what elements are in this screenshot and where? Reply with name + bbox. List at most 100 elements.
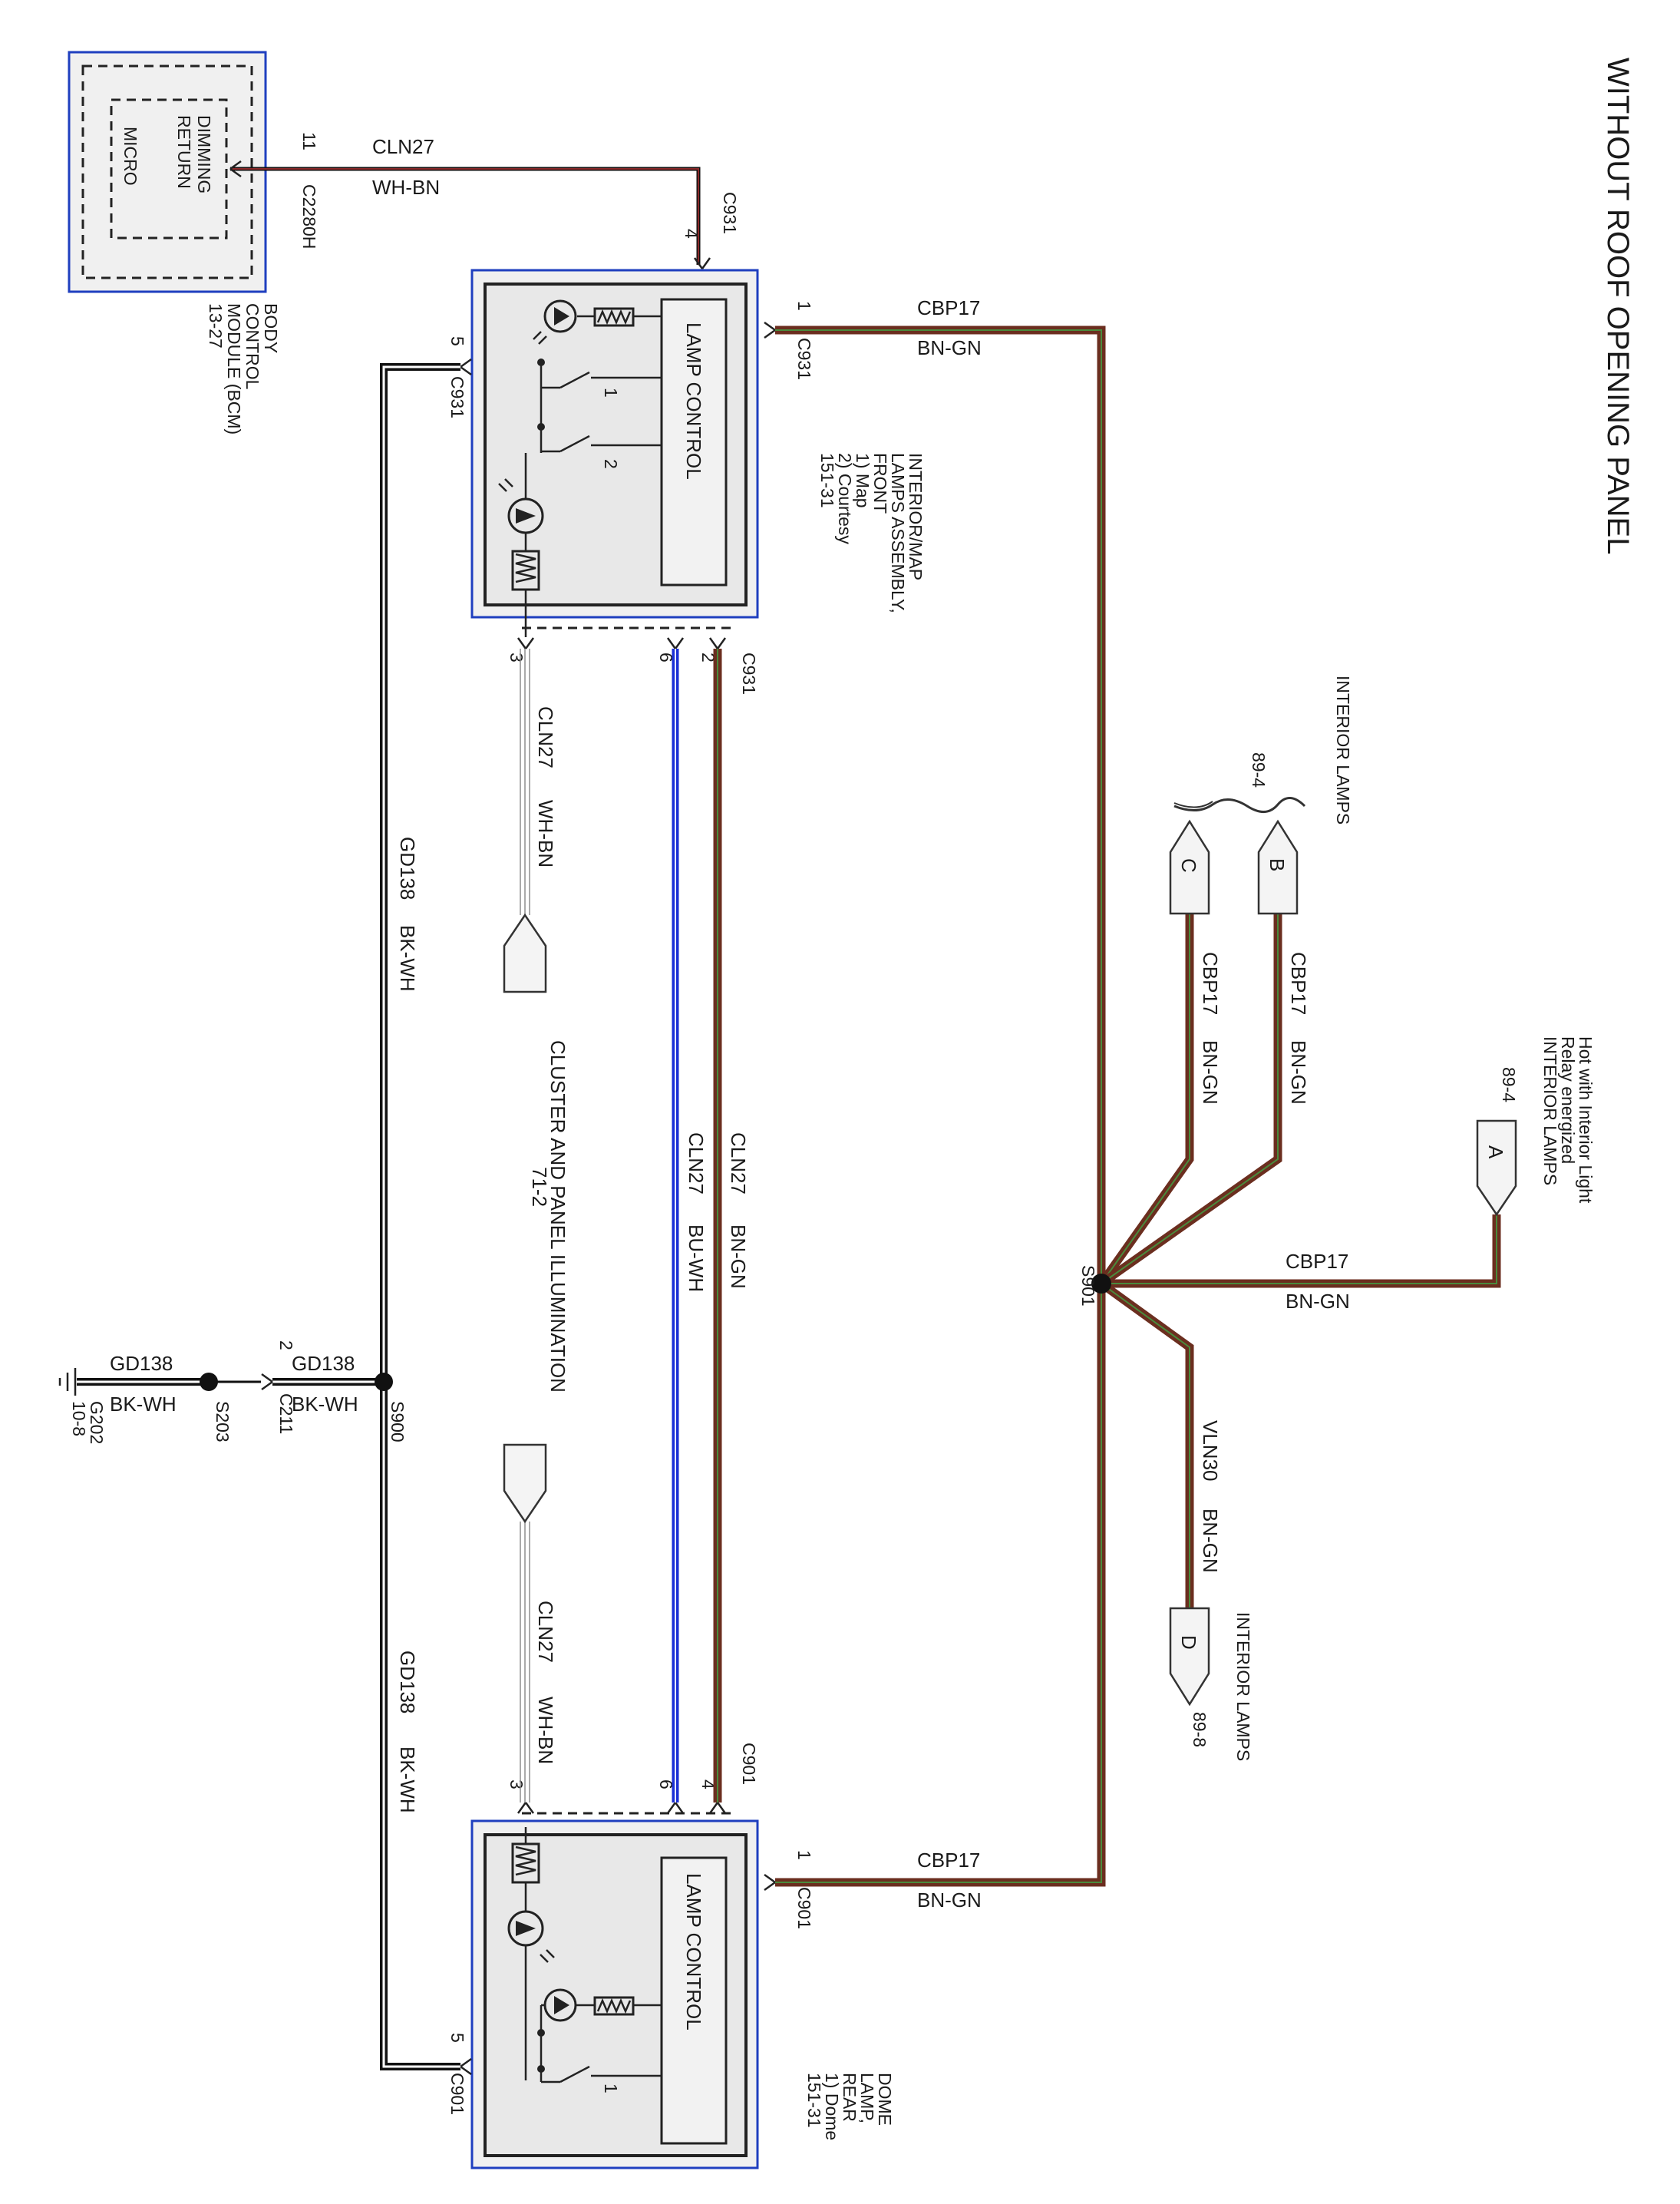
front-lamp-name-6: 151-31 xyxy=(817,453,837,508)
bn-gn-label-vertical: BN-GN xyxy=(727,1224,750,1289)
bk-wh-label-h-left: BK-WH xyxy=(110,1393,177,1416)
wire-bn-gn-lamps: CLN27 BN-GN xyxy=(713,649,750,1803)
front-lamp-name-3: FRONT xyxy=(870,453,890,514)
rear-connector-top: C901 xyxy=(739,1743,759,1785)
bn-gn-label-top: BN-GN xyxy=(917,336,982,359)
front-pin-4: 4 xyxy=(682,229,701,239)
connector-c xyxy=(1169,819,1210,915)
wh-bn-label-upper: WH-BN xyxy=(534,800,557,867)
bn-gn-label-b: BN-GN xyxy=(1287,1040,1310,1105)
gd138-label-h-right: GD138 xyxy=(292,1352,355,1375)
bk-wh-label-h-right: BK-WH xyxy=(292,1393,358,1416)
wh-bn-label-lower: WH-BN xyxy=(534,1697,557,1764)
cluster-label-1: CLUSTER AND PANEL ILLUMINATION xyxy=(546,1040,569,1393)
c211-pin: 2 xyxy=(276,1340,296,1350)
bu-wh-cln27-label: CLN27 xyxy=(685,1132,708,1195)
connector-a-note-3: INTERIOR LAMPS xyxy=(1540,1036,1560,1185)
rear-pin-1: 1 xyxy=(794,1850,814,1860)
rear-lamp-name-5: 151-31 xyxy=(804,2073,824,2128)
bn-gn-label-d: BN-GN xyxy=(1199,1508,1222,1573)
c211-label: C211 xyxy=(276,1393,296,1434)
gd138-label-h-left: GD138 xyxy=(110,1352,173,1375)
connector-b-letter: B xyxy=(1266,858,1289,871)
rear-lamp-name-1: DOME xyxy=(875,2073,895,2126)
front-switch-1-label: 1 xyxy=(601,388,621,398)
bn-gn-label-c: BN-GN xyxy=(1199,1040,1222,1105)
rear-connector-left: C901 xyxy=(447,2073,467,2115)
rear-lamp-control-label: LAMP CONTROL xyxy=(682,1873,705,2031)
front-connector-right: C931 xyxy=(794,338,814,380)
vln30-label: VLN30 xyxy=(1199,1420,1222,1482)
wire-gd138: GD138 BK-WH GD138 BK-WH GD138 BK-WH GD13… xyxy=(58,363,460,2070)
bcm-label-return: RETURN xyxy=(174,115,194,189)
connector-bc-ref: 89-4 xyxy=(1249,752,1269,788)
rear-lamp-name-2: LAMP, xyxy=(857,2073,877,2123)
cluster-connector-top xyxy=(503,913,547,993)
connector-d-ref: 89-8 xyxy=(1190,1712,1210,1747)
cbp17-label-top: CBP17 xyxy=(917,296,980,319)
bcm-name-1: BODY xyxy=(261,303,281,353)
bn-gn-label-a: BN-GN xyxy=(1286,1290,1350,1313)
rear-pin-3: 3 xyxy=(507,1779,526,1789)
splice-s900-label: S900 xyxy=(388,1401,408,1442)
bcm-label-dimming: DIMMING xyxy=(194,115,214,193)
front-lamp-control-label: LAMP CONTROL xyxy=(682,322,705,480)
wire-cbp17-network: S901 CBP17 BN-GN CBP17 BN-GN CBP17 BN-GN… xyxy=(775,296,1501,1912)
cluster-label-2: 71-2 xyxy=(528,1167,551,1207)
gd138-label-vertical-bottom: GD138 xyxy=(396,1651,419,1713)
rear-pin-6: 6 xyxy=(656,1779,676,1789)
connector-bc-label: INTERIOR LAMPS xyxy=(1333,676,1353,824)
front-lamp-name-1: INTERIOR/MAP xyxy=(906,453,926,580)
connector-a-note-2: Relay energized xyxy=(1558,1036,1578,1164)
splice-s901-dot xyxy=(1091,1274,1111,1294)
front-switch-2-label: 2 xyxy=(601,459,621,469)
splice-s901-label: S901 xyxy=(1078,1265,1098,1307)
front-pin-1: 1 xyxy=(794,301,814,311)
bcm-connector-c2280h: C2280H xyxy=(299,184,319,249)
ground-g202-label: G202 xyxy=(87,1401,107,1444)
rear-connector-right: C901 xyxy=(794,1887,814,1929)
splice-s203-dot xyxy=(200,1373,218,1391)
connector-a-note-1: Hot with Interior Light xyxy=(1576,1036,1596,1204)
connector-d-letter: D xyxy=(1177,1635,1200,1650)
connector-c-letter: C xyxy=(1177,858,1200,873)
cbp17-label-bottom: CBP17 xyxy=(917,1849,980,1872)
cbp17-label-b: CBP17 xyxy=(1287,952,1310,1015)
cln27-label-upper: CLN27 xyxy=(534,706,557,768)
ground-ref-label: 10-8 xyxy=(69,1401,89,1436)
diagram-title: WITHOUT ROOF OPENING PANEL xyxy=(1601,58,1635,554)
interior-lamps-connectors: A 89-4 Hot with Interior Light Relay ene… xyxy=(1169,676,1596,1761)
wire-cln27-bcm: CLN27 WH-BN xyxy=(229,135,701,265)
connector-a-ref: 89-4 xyxy=(1499,1067,1519,1102)
wire-cln27-cluster: CLN27 WH-BN CLN27 WH-BN CLUSTER AND PANE… xyxy=(503,649,569,1803)
bn-gn-cln27-label: CLN27 xyxy=(727,1132,750,1195)
connector-a xyxy=(1476,1119,1517,1217)
rear-lamp-assembly: LAMP CONTROL 1 3 6 4 1 5 C901 C901 xyxy=(447,1743,895,2169)
bcm-label-micro: MICRO xyxy=(120,127,140,186)
front-connector-bottom: C931 xyxy=(739,653,759,695)
connector-b xyxy=(1257,819,1299,915)
rear-pin-5: 5 xyxy=(447,2033,467,2043)
bu-wh-label: BU-WH xyxy=(685,1224,708,1292)
bcm-name-2: CONTROL xyxy=(243,303,262,390)
bk-wh-label-vertical-top: BK-WH xyxy=(396,925,419,992)
front-lamp-assembly: LAMP CONTROL 1 2 4 1 5 3 6 2 xyxy=(447,192,926,695)
cln27-label-lower: CLN27 xyxy=(534,1601,557,1663)
connector-d-label: INTERIOR LAMPS xyxy=(1233,1612,1253,1761)
bcm-name-4: 13-27 xyxy=(206,303,226,349)
rear-lamp-name-4: 1) Dome xyxy=(822,2073,842,2140)
wire-bu-wh: CLN27 BU-WH xyxy=(672,649,708,1803)
connector-a-letter: A xyxy=(1484,1145,1507,1159)
splice-s203-label: S203 xyxy=(213,1401,233,1442)
bcm-pin-11: 11 xyxy=(299,132,319,150)
front-lamp-name-5: 2) Courtesy xyxy=(835,453,855,544)
front-pin-3: 3 xyxy=(507,653,526,663)
bcm-module: DIMMING RETURN MICRO BODY CONTROL MODULE… xyxy=(68,51,319,435)
wire-label-cln27-top: CLN27 xyxy=(372,135,434,158)
front-connector-left: C931 xyxy=(447,376,467,418)
cbp17-label-c: CBP17 xyxy=(1199,952,1222,1015)
wire-label-wh-bn-top: WH-BN xyxy=(372,176,440,199)
splice-s900-dot xyxy=(375,1373,393,1391)
front-pin-5: 5 xyxy=(447,336,467,346)
front-pin-6: 6 xyxy=(656,653,676,663)
